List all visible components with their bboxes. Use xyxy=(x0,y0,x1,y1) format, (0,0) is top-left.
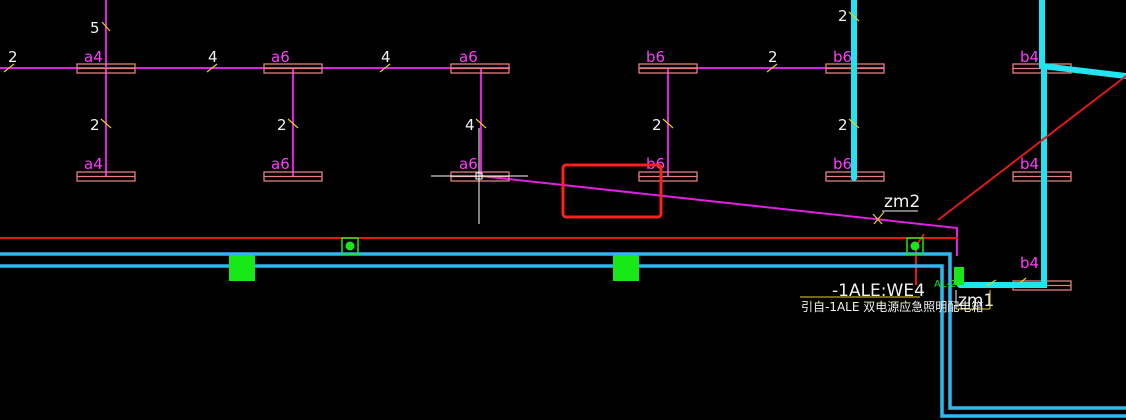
count-label: 4 xyxy=(381,48,391,66)
fixture-label: b6 xyxy=(833,48,852,66)
tick-marks xyxy=(3,11,1027,287)
cyan-column-right[interactable] xyxy=(1039,0,1126,79)
pipe-zm2-run[interactable] xyxy=(480,175,958,256)
cyan-columns[interactable] xyxy=(851,0,1126,288)
count-label: 2 xyxy=(768,48,778,66)
fixture-r2-1[interactable] xyxy=(76,171,136,182)
tick-mark xyxy=(3,63,15,73)
fixtures[interactable] xyxy=(76,63,1072,291)
tick-mark xyxy=(475,118,487,129)
blue-duct-inner[interactable] xyxy=(0,264,1126,418)
count-label: 2 xyxy=(838,116,848,134)
zm1-label[interactable]: zm1 xyxy=(958,291,994,311)
fixture-label: b4 xyxy=(1020,48,1039,66)
device-block-icon[interactable] xyxy=(954,267,964,285)
fixture-r2-2[interactable] xyxy=(263,171,323,182)
fixture-label: a6 xyxy=(459,48,478,66)
count-labels: 5 2 2 4 4 2 2 2 4 2 2 xyxy=(8,7,848,134)
fixture-label: a6 xyxy=(271,155,290,173)
fixture-label: b4 xyxy=(1020,155,1039,173)
tick-mark xyxy=(379,63,391,73)
tick-mark xyxy=(662,118,674,129)
count-label: 2 xyxy=(838,7,848,25)
fixture-r2-4[interactable] xyxy=(638,171,698,182)
tick-mark xyxy=(287,118,299,129)
fixture-r1-2[interactable] xyxy=(263,63,323,74)
annotations[interactable]: zm2 zm1 -1ALE:WE4 引自-1ALE 双电源应急照明配电箱 AL-… xyxy=(800,192,994,314)
tick-mark xyxy=(100,118,112,129)
circuit-note[interactable]: 引自-1ALE 双电源应急照明配电箱 xyxy=(801,299,983,314)
panel-tag[interactable]: AL-2 xyxy=(934,279,956,290)
green-devices[interactable] xyxy=(229,237,964,285)
tick-mark xyxy=(101,21,111,32)
device-block-icon[interactable] xyxy=(229,255,255,281)
count-label: 2 xyxy=(8,48,18,66)
circuit-label[interactable]: -1ALE:WE4 xyxy=(832,281,925,301)
junction-box-icon[interactable] xyxy=(341,237,359,255)
tick-mark xyxy=(848,11,860,22)
fixture-label: a4 xyxy=(84,155,103,173)
blue-duct-outer[interactable] xyxy=(0,252,1126,410)
tick-mark xyxy=(766,63,778,73)
tick-mark xyxy=(206,63,218,73)
count-label: 2 xyxy=(90,116,100,134)
count-label: 5 xyxy=(90,19,100,37)
red-cable-diagonal[interactable] xyxy=(937,75,1126,221)
tick-mark xyxy=(848,118,860,129)
device-block-icon[interactable] xyxy=(613,255,639,281)
count-label: 4 xyxy=(208,48,218,66)
fixture-r1-4[interactable] xyxy=(638,63,698,74)
tick-mark xyxy=(1019,277,1027,284)
count-label: 2 xyxy=(277,116,287,134)
count-label: 2 xyxy=(652,116,662,134)
fixture-label: b6 xyxy=(833,155,852,173)
zm2-leader-2 xyxy=(873,211,885,225)
fixture-label: a4 xyxy=(84,48,103,66)
tick-mark xyxy=(985,279,997,287)
blue-duct[interactable] xyxy=(0,252,1126,418)
fixture-labels: a4 a6 a6 b6 b6 b4 a4 a6 a6 b6 b6 b4 b4 xyxy=(84,48,1039,272)
junction-box-icon[interactable] xyxy=(906,237,924,255)
fixture-label: b4 xyxy=(1020,254,1039,272)
fixture-label: a6 xyxy=(459,155,478,173)
count-label: 4 xyxy=(465,116,475,134)
fixture-label: b6 xyxy=(646,48,665,66)
fixture-label: a6 xyxy=(271,48,290,66)
fixture-r1-1[interactable] xyxy=(76,63,136,74)
crosshair-cursor-icon[interactable] xyxy=(431,128,528,224)
zm2-label[interactable]: zm2 xyxy=(884,192,920,212)
selection-rectangle-icon[interactable] xyxy=(561,163,663,219)
fixture-r1-3[interactable] xyxy=(450,63,510,74)
